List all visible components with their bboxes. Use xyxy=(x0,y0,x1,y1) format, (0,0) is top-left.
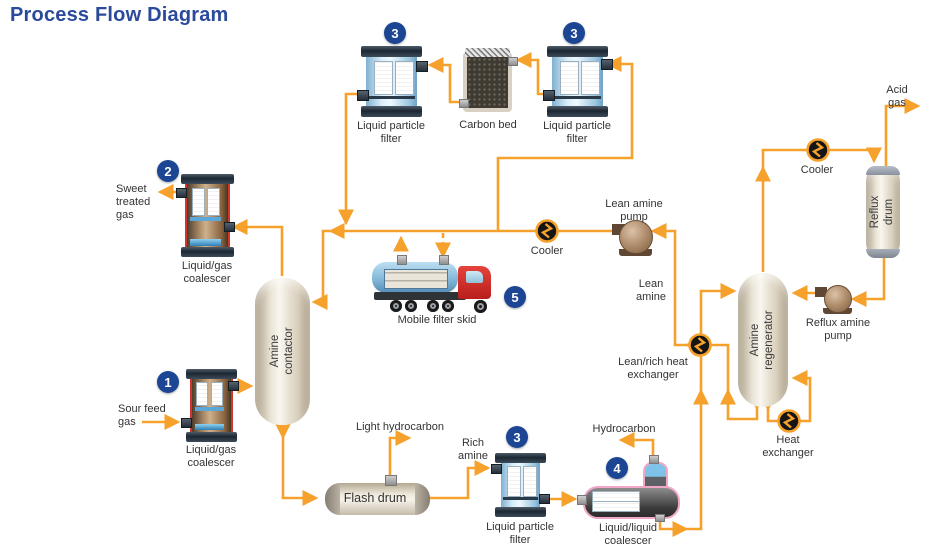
label-mobile-filter-skid: Mobile filter skid xyxy=(397,314,477,326)
label-hydrocarbon: Hydrocarbon xyxy=(592,423,656,435)
badge-3c: 3 xyxy=(506,426,528,448)
lean-rich-heat-exchanger-icon xyxy=(688,333,712,357)
pipe-contactor-coalescer2 xyxy=(231,218,284,276)
badge-5: 5 xyxy=(504,286,526,308)
cooler-icon xyxy=(535,219,559,243)
pipe-hydrocarbon xyxy=(618,431,655,461)
label-sweet-treated-gas: Sweet treated gas xyxy=(116,183,151,221)
label-filter-top-left: Liquid particle filter xyxy=(357,120,425,145)
badge-4: 4 xyxy=(606,457,628,479)
pipe-light-hydrocarbon xyxy=(388,429,412,478)
overhead-cooler-icon xyxy=(806,138,830,162)
amine-contactor xyxy=(255,278,310,425)
label-flash-drum: Flash drum xyxy=(343,491,407,505)
pipe-filter-return xyxy=(337,92,358,226)
pipe-rich-riser xyxy=(658,282,737,531)
label-acid-gas: Acid gas xyxy=(886,84,908,109)
badge-1: 1 xyxy=(157,371,179,393)
label-reflux-amine-pump: Reflux amine pump xyxy=(805,317,871,342)
label-coalescer1: Liquid/gas coalescer xyxy=(185,444,237,469)
label-overhead-cooler: Cooler xyxy=(800,164,834,176)
pipe-reboiler-return xyxy=(791,369,812,423)
label-filter-bottom: Liquid particle filter xyxy=(486,521,554,546)
pipe-acid-gas xyxy=(884,97,921,167)
pipe-filter-tap xyxy=(496,55,634,231)
label-cooler: Cooler xyxy=(530,245,564,257)
pipe-lean-amine xyxy=(650,222,759,421)
pipe-carbon-filter xyxy=(427,56,460,104)
pipe-contactor-flash xyxy=(281,424,319,507)
label-filter-top-right: Liquid particle filter xyxy=(543,120,611,145)
label-lean-amine: Lean amine xyxy=(636,278,666,303)
badge-3b: 3 xyxy=(563,22,585,44)
label-reflux-drum: Reflux drum xyxy=(869,195,895,229)
heat-exchanger-icon xyxy=(777,409,801,433)
pipe-main-lean-line xyxy=(311,229,620,311)
label-sour-feed-gas: Sour feed gas xyxy=(118,403,166,428)
pipe-filter-carbon xyxy=(515,51,544,96)
label-amine-contactor: Amine contactor xyxy=(269,327,295,375)
label-lean-rich-heat-exchanger: Lean/rich heat exchanger xyxy=(618,356,688,381)
label-coalescer2: Liquid/gas coalescer xyxy=(181,260,233,285)
label-liquid-liquid-coalescer: Liquid/liquid coalescer xyxy=(598,522,658,547)
amine-regenerator xyxy=(738,273,788,407)
pipe-drum-pump xyxy=(850,257,886,308)
label-carbon-bed: Carbon bed xyxy=(459,119,517,131)
label-heat-exchanger: Heat exchanger xyxy=(762,434,814,459)
badge-2: 2 xyxy=(157,160,179,182)
label-amine-regenerator: Amine regenerator xyxy=(749,310,775,370)
label-rich-amine: Rich amine xyxy=(458,437,488,462)
pipe-rich-amine xyxy=(429,459,491,500)
label-light-hydrocarbon: Light hydrocarbon xyxy=(355,421,445,433)
label-lean-amine-pump: Lean amine pump xyxy=(605,198,663,223)
badge-3a: 3 xyxy=(384,22,406,44)
page-title: Process Flow Diagram xyxy=(10,4,229,26)
